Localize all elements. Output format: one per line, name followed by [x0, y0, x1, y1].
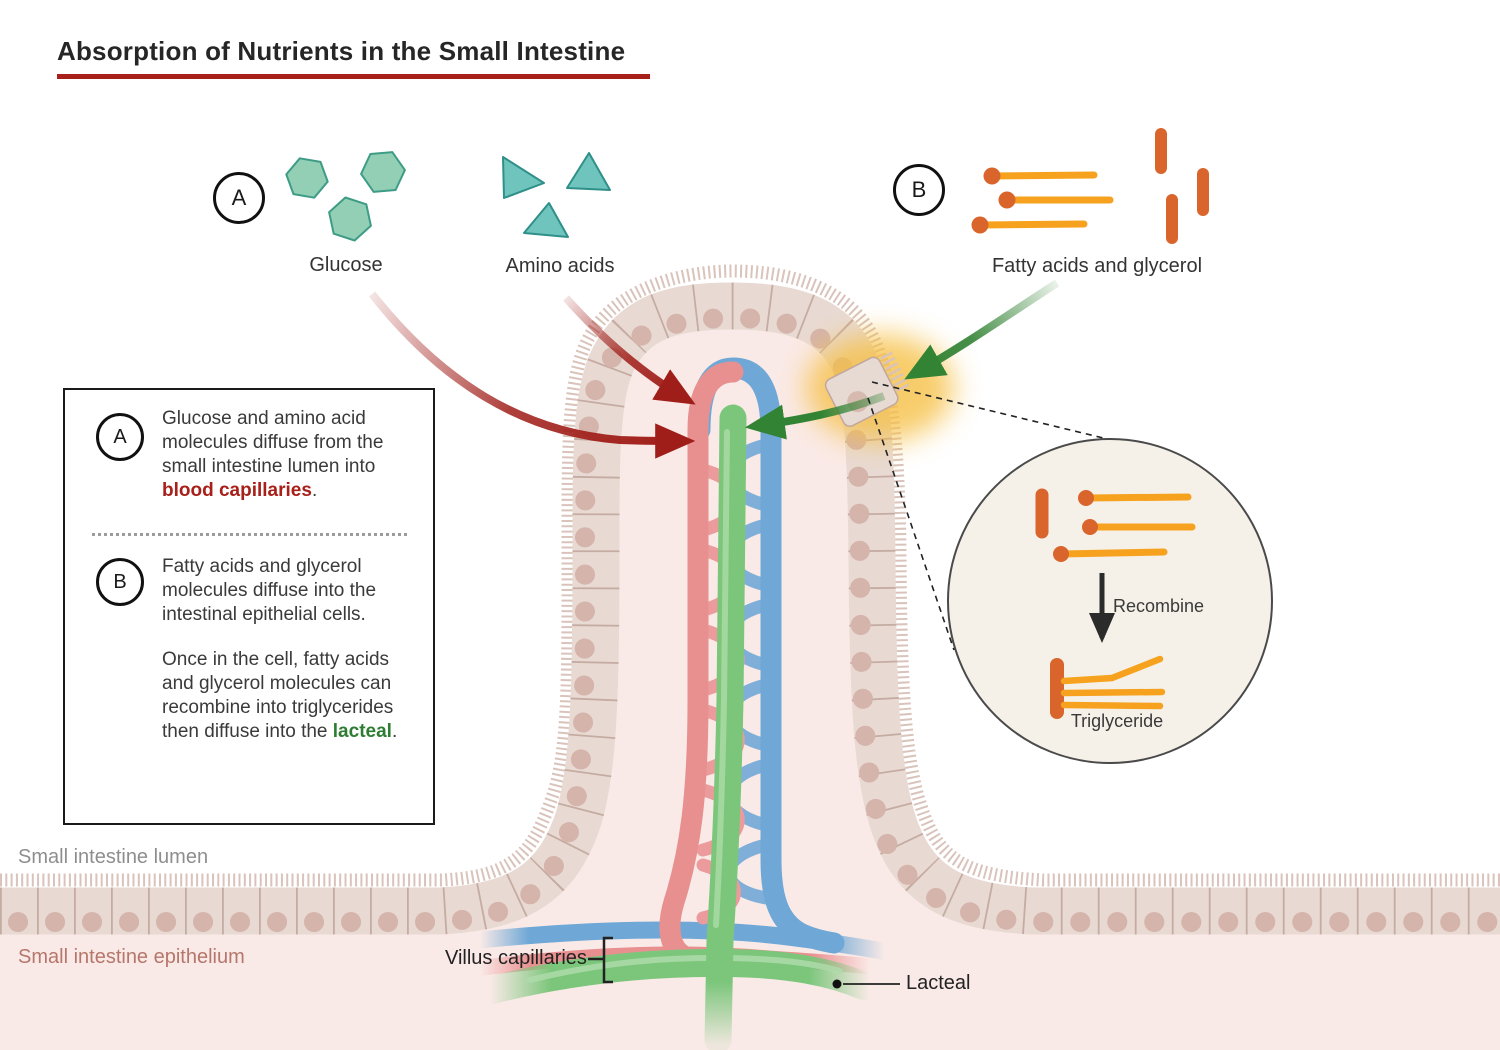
glucose-arrow: [368, 291, 696, 459]
microvilli-brush-border: [0, 264, 1500, 887]
cell-separators: [0, 282, 1500, 935]
bottom-blue-vessel: [471, 921, 891, 960]
marker-b-circle: B: [893, 164, 945, 216]
small-intestine-lumen-label: Small intestine lumen: [18, 846, 209, 868]
page-title: Absorption of Nutrients in the Small Int…: [57, 36, 626, 66]
highlighted-cell-group: [806, 334, 954, 442]
amino-acid-arrow: [563, 295, 696, 405]
fatty-acids-label: Fatty acids and glycerol: [991, 255, 1203, 277]
small-intestine-epithelium-label: Small intestine epithelium: [18, 946, 245, 968]
recombine-label: Recombine: [1113, 596, 1205, 616]
magnifier-cone-lines: [867, 381, 1129, 651]
marker-b-letter: B: [911, 177, 927, 202]
triglyceride-label: Triglyceride: [1070, 711, 1164, 731]
fatty-acid-molecules: [971, 128, 1209, 244]
fatty-acid-arrows: [744, 279, 1060, 440]
marker-a-circle: A: [213, 172, 265, 224]
lacteal-label: Lacteal: [906, 972, 971, 994]
amino-acids-label: Amino acids: [505, 255, 615, 277]
marker-a-letter: A: [231, 185, 247, 210]
title-underline: [57, 74, 650, 79]
glycerol-molecules: [1155, 128, 1209, 244]
fatty-into-lacteal-arrow: [744, 392, 886, 440]
epithelium-cell-band: [0, 282, 1500, 935]
label-connectors: [588, 936, 900, 989]
tissue-region: [0, 306, 1500, 1050]
info-box-text-b2: Once in the cell, fatty acids and glycer…: [162, 649, 398, 742]
lacteal-leader-dot: [832, 979, 842, 989]
lacteal-vessel: [704, 404, 747, 1050]
info-box-divider: [92, 533, 407, 536]
villus-capillaries-label: Villus capillaries: [445, 947, 587, 969]
glucose-molecules: [285, 151, 406, 242]
villus-capillaries-bracket: [588, 936, 613, 984]
lacteal-highlight: lacteal: [332, 721, 392, 742]
fatty-into-cell-arrow: [904, 279, 1060, 380]
blood-capillaries-highlight: blood capillaries: [162, 480, 312, 501]
glucose-label: Glucose: [309, 254, 383, 276]
info-box-text-a: Glucose and amino acid molecules diffuse…: [162, 408, 384, 501]
triglyceride-icon: [1050, 655, 1166, 719]
info-box-text-b: Fatty acids and glycerol molecules diffu…: [162, 556, 377, 625]
info-box: [63, 388, 435, 825]
info-box-marker-a: A: [96, 413, 144, 461]
amino-acid-molecules: [502, 152, 611, 238]
glucose-amino-arrows: [368, 291, 696, 459]
magnifier-circle: [947, 438, 1273, 764]
info-box-marker-b: B: [96, 558, 144, 606]
fatty-acids-in-circle: [1035, 488, 1196, 562]
